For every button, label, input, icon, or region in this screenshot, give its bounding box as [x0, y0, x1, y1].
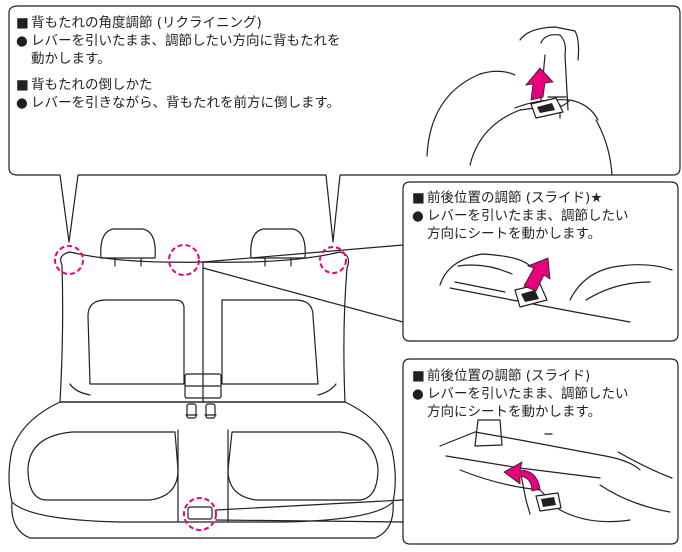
recline-instruction: ● レバーを引いたまま、調節したい方向に背もたれを: [16, 33, 341, 49]
recline-instruction-continued: 動かします。: [31, 51, 111, 67]
square-marker: ■: [412, 368, 425, 384]
square-marker: ■: [412, 190, 425, 206]
heading-fold: ■ 背もたれの倒しかた: [16, 77, 153, 93]
dashed-circle-highlight: [54, 244, 347, 531]
middle-callout-frame: [402, 181, 679, 342]
slide-instruction: ● レバーを引いたまま、調節したい: [412, 386, 629, 402]
square-marker: ■: [16, 77, 29, 93]
slide-instruction-continued: 方向にシートを動かします。: [427, 404, 602, 420]
top-callout-text: ■ 背もたれの角度調節 (リクライニング) ● レバーを引いたまま、調節したい方…: [16, 14, 341, 112]
bottom-callout-text: ■ 前後位置の調節 (スライド) ● レバーを引いたまま、調節したい 方向にシー…: [412, 367, 629, 421]
top-callout-frame: [8, 5, 681, 243]
slide-instruction-continued: 方向にシートを動かします。: [427, 226, 602, 242]
circle-marker: ●: [16, 95, 28, 111]
heading-slide: ■ 前後位置の調節 (スライド): [412, 368, 591, 384]
fold-instruction: ● レバーを引きながら、背もたれを前方に倒します。: [16, 95, 341, 111]
middle-callout-text: ■ 前後位置の調節 (スライド)★ ● レバーを引いたまま、調節したい 方向にシ…: [412, 189, 629, 243]
bottom-callout-frame: [402, 358, 679, 545]
slide-instruction: ● レバーを引いたまま、調節したい: [412, 208, 629, 224]
heading-recline: ■ 背もたれの角度調節 (リクライニング): [16, 15, 262, 31]
up-arrow-icon: [503, 67, 554, 492]
heading-slide-star: ■ 前後位置の調節 (スライド)★: [412, 190, 603, 206]
circle-marker: ●: [412, 386, 424, 402]
circle-marker: ●: [412, 208, 424, 224]
circle-marker: ●: [16, 33, 28, 49]
square-marker: ■: [16, 15, 29, 31]
